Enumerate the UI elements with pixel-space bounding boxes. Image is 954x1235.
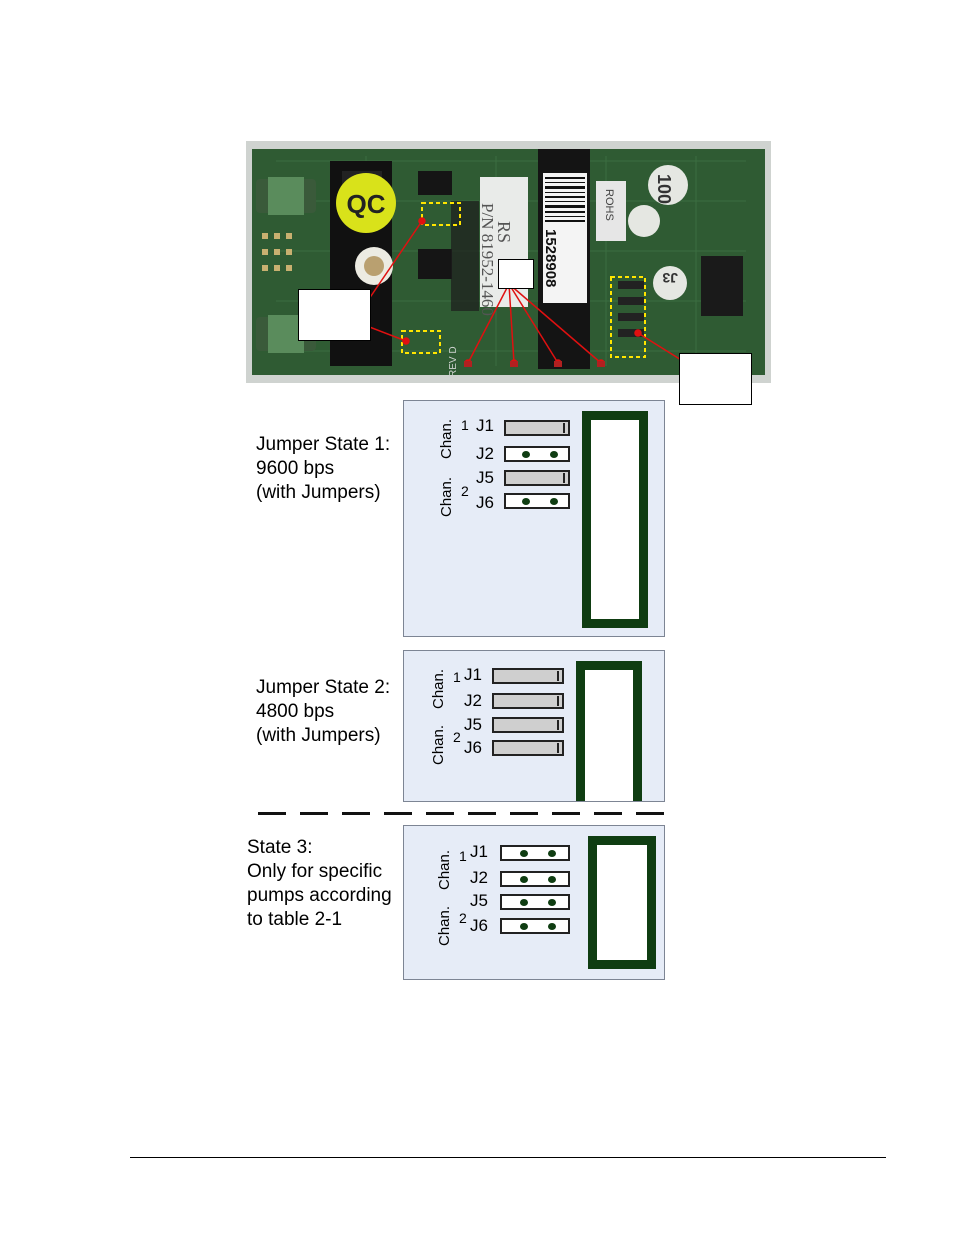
state1-j2-label: J2 [476,444,494,463]
state3-connector-frame [588,836,656,969]
state3-chan1-num: 1 [459,848,467,864]
state1-line1: Jumper State 1: [256,434,391,455]
state1-j2-pins [504,446,570,462]
state2-chan2-num: 2 [453,729,461,745]
sticker-j3: J3 [662,270,678,286]
state1-j6-pins [504,493,570,509]
state1-j5-jumper [504,470,570,486]
state1-j5-label: J5 [476,468,494,487]
state3-line4: to table 2-1 [247,909,343,930]
state1-j1-jumper [504,420,570,436]
state2-chan1-num: 1 [453,669,461,685]
state1-chan2-label: Chan. [438,476,455,517]
state2-connector-frame [576,661,642,801]
state1-chan1-num: 1 [461,417,469,433]
state1-j1-label: J1 [476,416,494,435]
state1-chan1-label: Chan. [438,418,455,459]
state3-j6-label: J6 [470,916,488,935]
rs-label: RS [494,221,514,243]
state2-j5-label: J5 [464,715,482,734]
state2-j2-jumper [492,693,564,709]
rev-label: REV D [448,346,459,377]
state2-chan1-label: Chan. [430,668,447,709]
state2-j6-label: J6 [464,738,482,757]
state2-j2-label: J2 [464,691,482,710]
state1-connector-frame [582,411,648,628]
state3-j1-pins [500,845,570,861]
pn-label: P/N 81952-1460 [478,203,497,316]
state3-line3: pumps according [247,885,392,906]
state3-j1-label: J1 [470,842,488,861]
state1-line3: (with Jumpers) [256,482,381,503]
state2-description: Jumper State 2: 4800 bps (with Jumpers) [256,676,390,748]
rohs-label: ROHS [603,189,615,221]
state2-panel: Chan. 1 Chan. 2 J1 J2 J5 J6 [403,650,665,802]
state3-j6-pins [500,918,570,934]
state3-description: State 3: Only for specific pumps accordi… [247,836,392,932]
state2-j5-jumper [492,717,564,733]
state3-line2: Only for specific [247,861,383,882]
sticker-100: 100 [654,174,674,204]
state1-line2: 9600 bps [256,458,335,479]
callout-box-right [679,353,752,405]
state3-j2-pins [500,871,570,887]
state1-panel: Chan. 1 Chan. 2 J1 J2 J5 J6 [403,400,665,637]
state3-j5-label: J5 [470,891,488,910]
callout-box-center [498,259,534,289]
state1-j6-label: J6 [476,493,494,512]
state1-chan2-num: 2 [461,483,469,499]
state2-line1: Jumper State 2: [256,677,391,698]
state3-chan2-label: Chan. [436,905,453,946]
state3-j5-pins [500,894,570,910]
state1-description: Jumper State 1: 9600 bps (with Jumpers) [256,433,390,505]
state2-j1-jumper [492,668,564,684]
state3-j2-label: J2 [470,868,488,887]
state2-line3: (with Jumpers) [256,725,381,746]
pcb-photo: QC RS P/N 81952-1460 1528908 ROHS 100 J3 [246,141,771,383]
barcode-number: 1528908 [542,229,559,287]
state2-line2: 4800 bps [256,701,335,722]
footer-rule [130,1157,886,1158]
state2-j1-label: J1 [464,665,482,684]
state3-panel: Chan. 1 Chan. 2 J1 J2 J5 J6 [403,825,665,980]
state2-j6-jumper [492,740,564,756]
state3-chan2-num: 2 [459,910,467,926]
state2-chan2-label: Chan. [430,724,447,765]
state3-line1: State 3: [247,837,313,858]
qc-sticker-text: QC [347,189,386,219]
callout-box-left [298,289,371,341]
state3-chan1-label: Chan. [436,849,453,890]
